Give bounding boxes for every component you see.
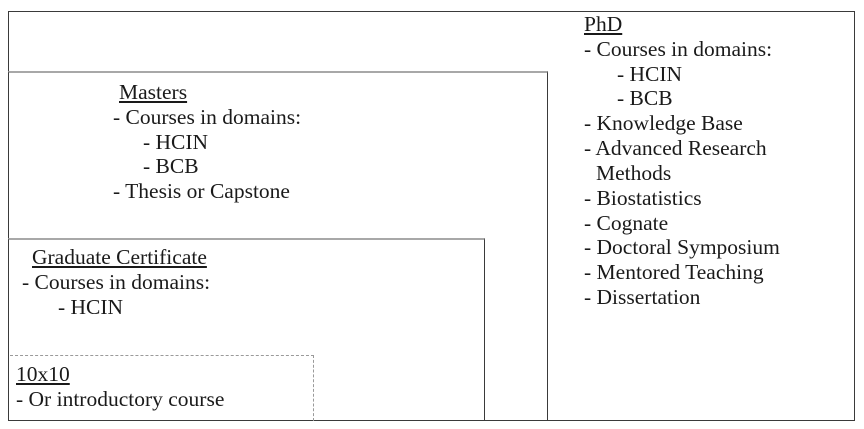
- phd-line-4: - Advanced Research: [584, 136, 767, 161]
- phd-line-5: Methods: [596, 160, 672, 185]
- tenbyten-title: 10x10: [16, 362, 70, 386]
- certificate-text-block: Graduate Certificate - Courses in domain…: [22, 245, 210, 319]
- masters-line-3: - Thesis or Capstone: [113, 179, 290, 204]
- certificate-line-1: - HCIN: [58, 294, 124, 319]
- phd-line-1: - HCIN: [617, 61, 683, 86]
- tenbyten-text-block: 10x10 - Or introductory course: [16, 362, 224, 412]
- phd-line-3: - Knowledge Base: [584, 111, 743, 136]
- phd-line-0: - Courses in domains:: [584, 36, 773, 61]
- phd-line-2: - BCB: [617, 86, 673, 111]
- masters-line-1: - HCIN: [143, 129, 209, 154]
- phd-line-8: - Doctoral Symposium: [584, 235, 780, 260]
- phd-line-7: - Cognate: [584, 210, 669, 235]
- phd-line-6: - Biostatistics: [584, 185, 702, 210]
- phd-title: PhD: [584, 12, 623, 36]
- graduate-certificate-box: [8, 238, 485, 421]
- phd-text-block: PhD - Courses in domains: - HCIN - BCB -…: [584, 12, 780, 310]
- masters-line-0: - Courses in domains:: [113, 104, 302, 129]
- tenbyten-box: [10, 355, 314, 421]
- phd-line-10: - Dissertation: [584, 285, 701, 310]
- certificate-title: Graduate Certificate: [32, 245, 207, 269]
- masters-text-block: Masters - Courses in domains: - HCIN - B…: [113, 80, 301, 204]
- certificate-line-0: - Courses in domains:: [22, 269, 211, 294]
- tenbyten-line-0: - Or introductory course: [16, 386, 225, 411]
- masters-title: Masters: [119, 80, 188, 104]
- phd-line-9: - Mentored Teaching: [584, 260, 764, 285]
- masters-line-2: - BCB: [143, 154, 199, 179]
